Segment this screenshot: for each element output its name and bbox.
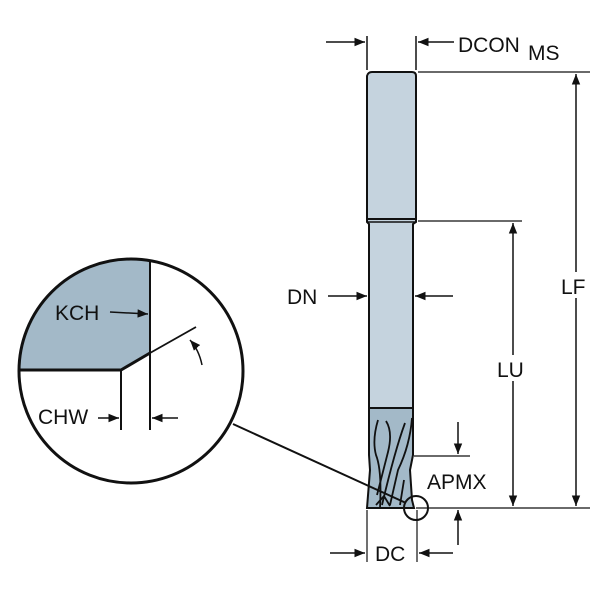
detail-leader-line — [232, 423, 407, 504]
dcon-subscript: MS — [528, 42, 560, 65]
lu-label: LU — [497, 359, 524, 382]
dc-label: DC — [375, 543, 405, 566]
apmx-label: APMX — [427, 471, 487, 494]
angle-arrow — [189, 339, 203, 366]
dn-dimension: DN — [287, 286, 453, 309]
end-mill-tool — [365, 71, 417, 509]
lf-dimension: LF — [418, 71, 592, 506]
neck — [366, 218, 417, 409]
chw-label: CHW — [38, 406, 88, 429]
detail-marker-circle — [403, 495, 429, 521]
dn-label: DN — [287, 286, 317, 309]
kch-label: KCH — [55, 302, 99, 325]
dc-dimension: DC — [330, 510, 453, 566]
dcon-dimension: DCON MS — [326, 34, 560, 70]
lf-label: LF — [561, 276, 586, 299]
apmx-dimension: APMX — [414, 422, 590, 545]
shank — [366, 71, 417, 220]
lu-dimension: LU — [418, 220, 532, 506]
flute-section — [365, 407, 416, 509]
dcon-label: DCON — [458, 34, 520, 57]
chamfer-detail-view: KCH CHW — [17, 257, 245, 485]
